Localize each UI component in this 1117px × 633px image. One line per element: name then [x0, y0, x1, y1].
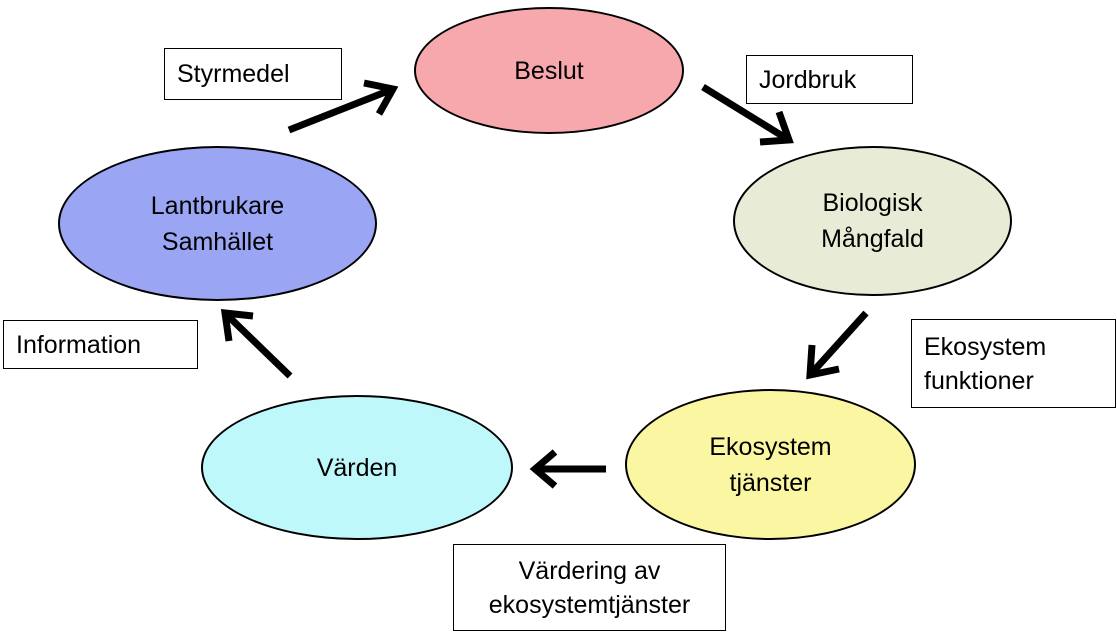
arrow-to-beslut — [287, 79, 399, 134]
node-varden: Värden — [201, 395, 513, 540]
node-lantbrukare-line2: Samhället — [161, 227, 274, 256]
label-ekosystem-funktioner: Ekosystem funktioner — [911, 319, 1116, 408]
label-information: Information — [3, 320, 198, 369]
label-jordbruk-text: Jordbruk — [759, 65, 857, 94]
node-ekosystem-tjanster-line2: tjänster — [729, 468, 812, 497]
label-vardering: Värdering av ekosystemtjänster — [453, 544, 726, 631]
node-lantbrukare-line1: Lantbrukare — [150, 191, 285, 220]
label-vardering-line2: ekosystemtjänster — [488, 590, 691, 619]
label-ekosystem-funktioner-line1: Ekosystem — [924, 332, 1047, 361]
arrow-to-biologisk — [701, 84, 794, 146]
label-vardering-line1: Värdering av — [518, 556, 661, 585]
label-ekosystem-funktioner-line2: funktioner — [924, 366, 1034, 395]
arrow-to-lantbrukare — [220, 309, 293, 379]
node-varden-text: Värden — [316, 453, 398, 482]
node-beslut: Beslut — [414, 7, 684, 134]
label-styrmedel-text: Styrmedel — [177, 60, 290, 88]
node-beslut-text: Beslut — [514, 56, 584, 85]
node-biologisk-line2: Mångfald — [821, 225, 924, 253]
label-styrmedel: Styrmedel — [164, 48, 342, 100]
label-information-text: Information — [16, 330, 142, 359]
arrow-to-ekosystem-tjanster — [806, 310, 869, 380]
arrow-to-varden — [529, 449, 606, 489]
label-jordbruk: Jordbruk — [746, 55, 913, 104]
node-biologisk-mangfald: Biologisk Mångfald — [733, 146, 1012, 296]
node-lantbrukare-samhallet: Lantbrukare Samhället — [58, 146, 377, 301]
node-ekosystem-tjanster-line1: Ekosystem — [709, 432, 832, 461]
node-biologisk-line1: Biologisk — [822, 189, 923, 217]
node-ekosystem-tjanster: Ekosystem tjänster — [625, 389, 916, 540]
